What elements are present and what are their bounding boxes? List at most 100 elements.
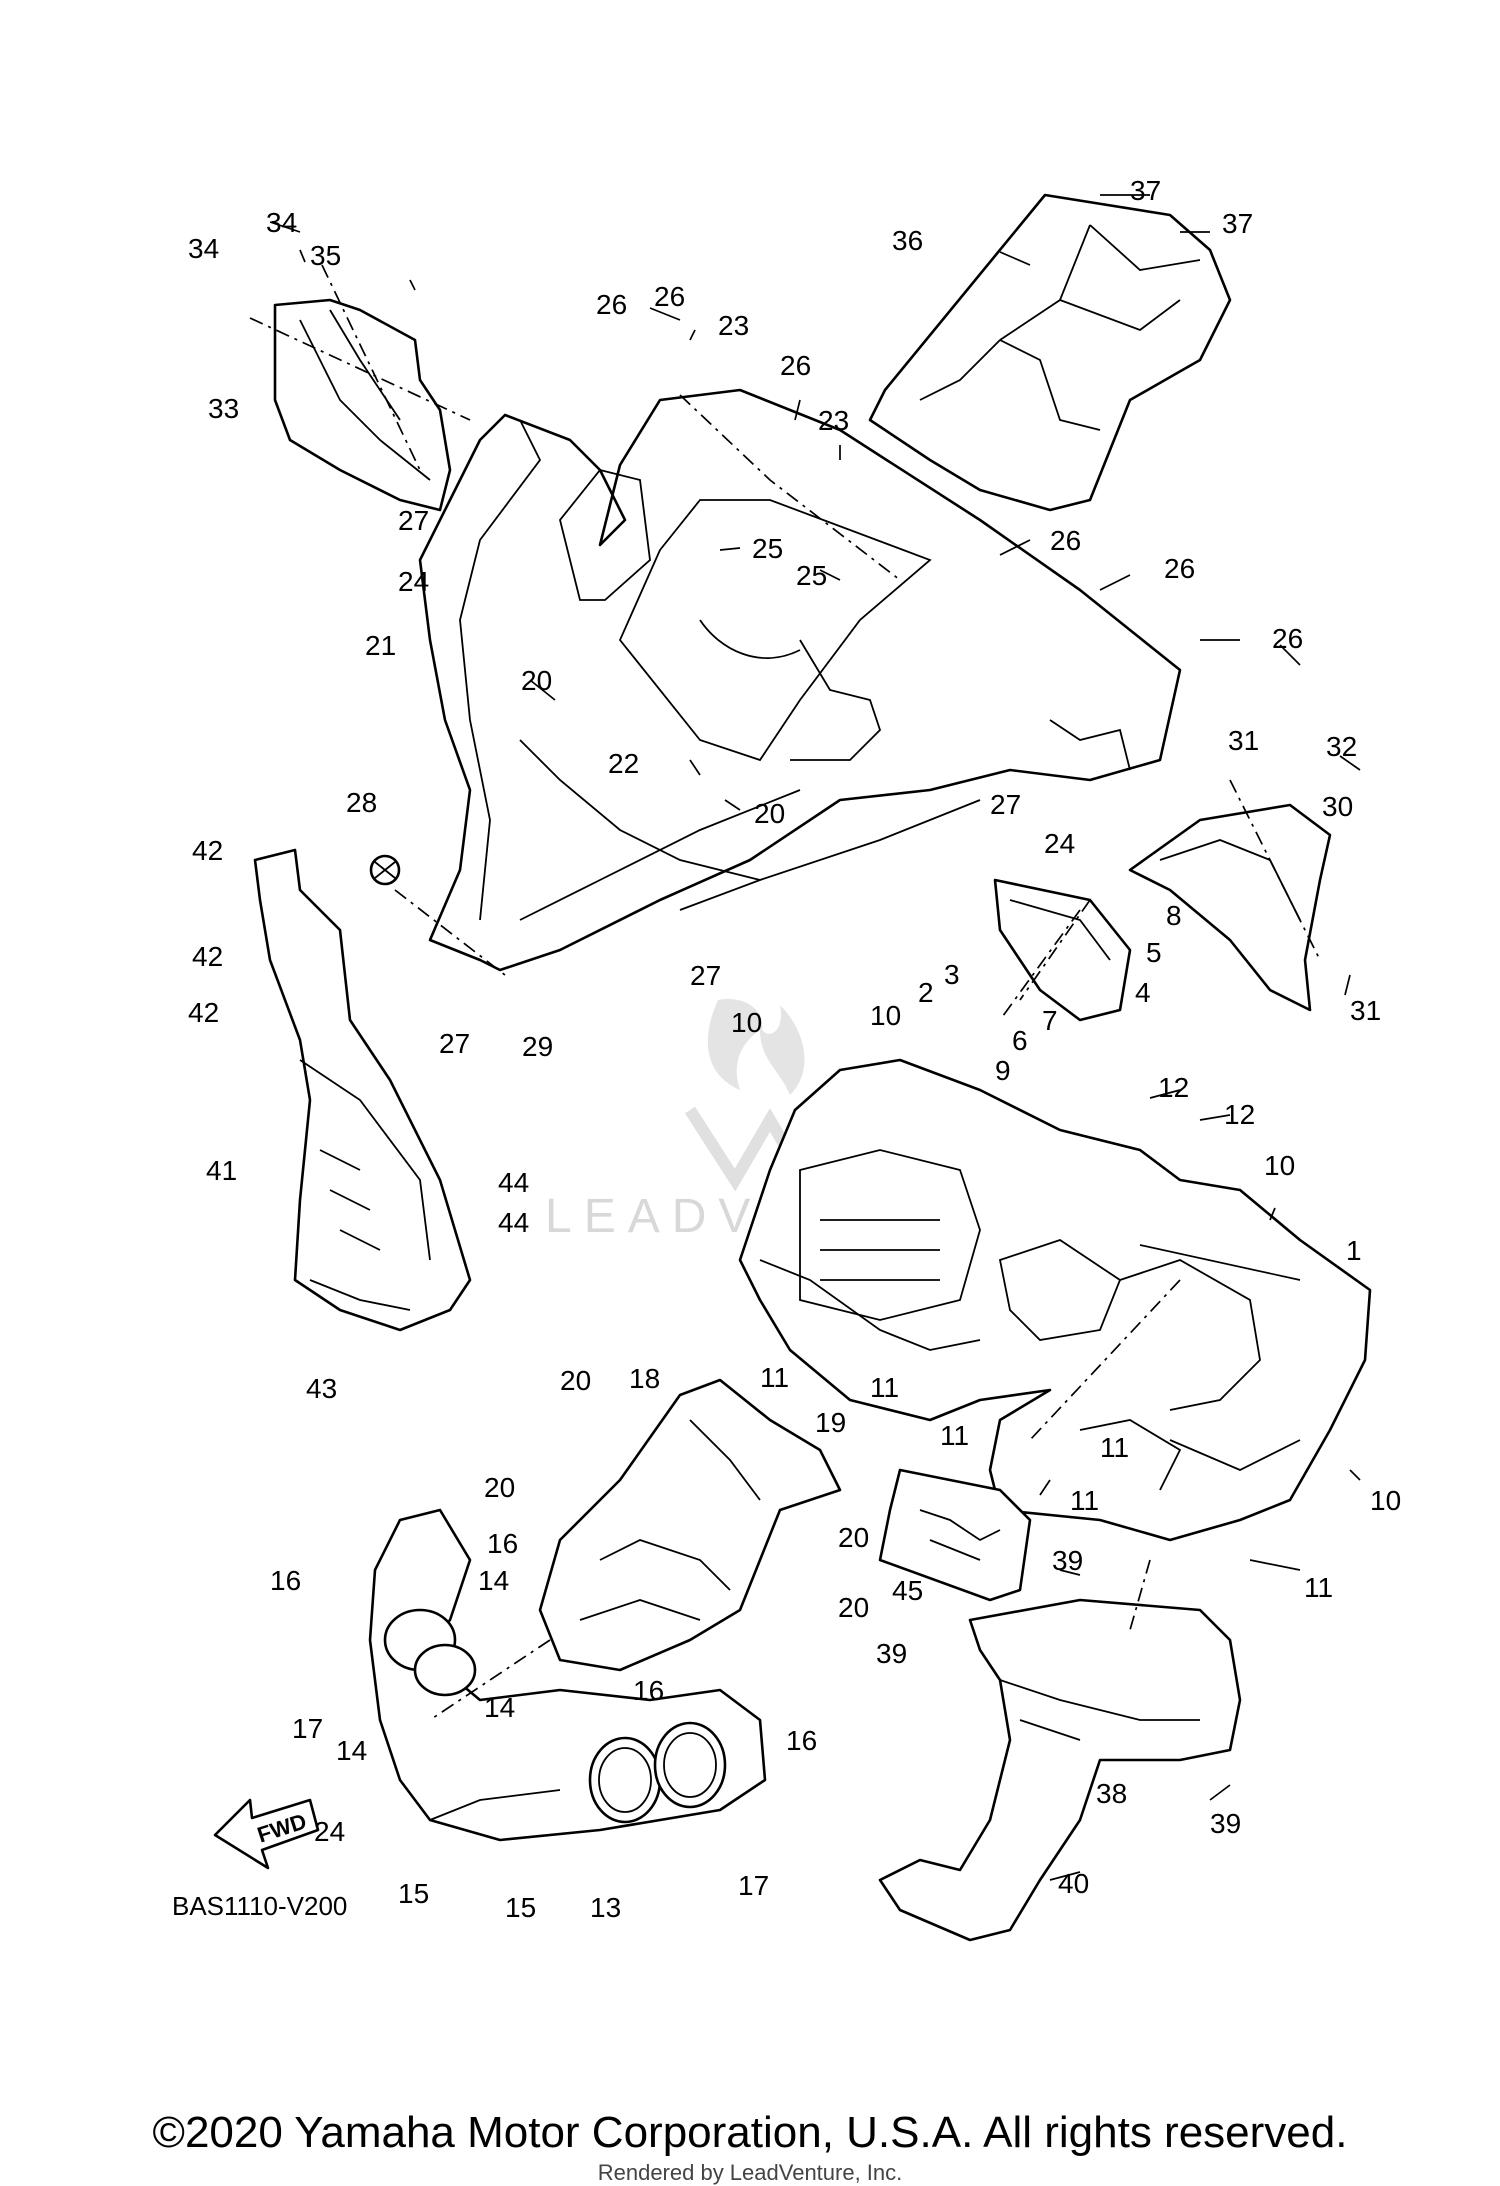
callout-20a[interactable]: 20: [521, 665, 552, 696]
callout-41[interactable]: 41: [206, 1155, 237, 1186]
callout-16a[interactable]: 16: [487, 1528, 518, 1559]
callout-36[interactable]: 36: [892, 225, 923, 256]
callout-16d[interactable]: 16: [786, 1725, 817, 1756]
callout-17b[interactable]: 17: [738, 1870, 769, 1901]
callout-4[interactable]: 4: [1135, 977, 1151, 1008]
callout-20f[interactable]: 20: [838, 1592, 869, 1623]
callout-16c[interactable]: 16: [633, 1675, 664, 1706]
part-30-side-panel: [1128, 803, 1332, 1012]
callout-7[interactable]: 7: [1042, 1005, 1058, 1036]
copyright-text: ©2020 Yamaha Motor Corporation, U.S.A. A…: [152, 2108, 1348, 2157]
callout-10b[interactable]: 10: [870, 1000, 901, 1031]
callout-20d[interactable]: 20: [484, 1472, 515, 1503]
callout-8[interactable]: 8: [1166, 900, 1182, 931]
callout-44b[interactable]: 44: [498, 1207, 529, 1238]
part-41-side-cover: [253, 848, 472, 1332]
callout-26a[interactable]: 26: [596, 289, 627, 320]
part-36-cover: [868, 193, 1232, 512]
callout-6[interactable]: 6: [1012, 1025, 1028, 1056]
callout-31a[interactable]: 31: [1228, 725, 1259, 756]
callout-15a[interactable]: 15: [398, 1878, 429, 1909]
callout-20c[interactable]: 20: [560, 1365, 591, 1396]
callout-26f[interactable]: 26: [1272, 623, 1303, 654]
callout-24b[interactable]: 24: [1044, 828, 1075, 859]
callout-14b[interactable]: 14: [484, 1692, 515, 1723]
callout-35[interactable]: 35: [310, 240, 341, 271]
assembly-lines: [249, 264, 1321, 1721]
callout-22[interactable]: 22: [608, 748, 639, 779]
callout-39b[interactable]: 39: [876, 1638, 907, 1669]
callout-34a[interactable]: 34: [188, 233, 219, 264]
callout-26d[interactable]: 26: [1050, 525, 1081, 556]
callout-10a[interactable]: 10: [731, 1007, 762, 1038]
callout-31b[interactable]: 31: [1350, 995, 1381, 1026]
callout-24c[interactable]: 24: [314, 1816, 345, 1847]
callout-42b[interactable]: 42: [192, 941, 223, 972]
callout-40[interactable]: 40: [1058, 1868, 1089, 1899]
callout-26c[interactable]: 26: [780, 350, 811, 381]
callout-44a[interactable]: 44: [498, 1167, 529, 1198]
callout-27a[interactable]: 27: [398, 505, 429, 536]
callout-17a[interactable]: 17: [292, 1713, 323, 1744]
callout-27c[interactable]: 27: [690, 960, 721, 991]
callout-13[interactable]: 13: [590, 1892, 621, 1923]
callout-25b[interactable]: 25: [796, 560, 827, 591]
part-1-dash-housing: [738, 1058, 1372, 1542]
callout-15b[interactable]: 15: [505, 1892, 536, 1923]
callout-11a[interactable]: 11: [760, 1362, 789, 1393]
callout-42a[interactable]: 42: [192, 835, 223, 866]
callout-20e[interactable]: 20: [838, 1522, 869, 1553]
part-4-bracket: [993, 878, 1132, 1022]
part-18-center-cover: [538, 1378, 842, 1672]
callout-11f[interactable]: 11: [1304, 1572, 1333, 1603]
callout-38[interactable]: 38: [1096, 1778, 1127, 1809]
callout-37a[interactable]: 37: [1130, 175, 1161, 206]
callout-14a[interactable]: 14: [478, 1565, 509, 1596]
callout-37b[interactable]: 37: [1222, 208, 1253, 239]
callout-23b[interactable]: 23: [818, 405, 849, 436]
callout-45[interactable]: 45: [892, 1575, 923, 1606]
rendered-by-text: Rendered by LeadVenture, Inc.: [597, 2160, 903, 2185]
callout-24a[interactable]: 24: [398, 566, 429, 597]
callout-1[interactable]: 1: [1346, 1235, 1362, 1266]
callout-20b[interactable]: 20: [754, 798, 785, 829]
part-33-side-panel: [273, 298, 452, 512]
callout-12b[interactable]: 12: [1224, 1099, 1255, 1130]
callout-26b[interactable]: 26: [654, 281, 685, 312]
callout-19[interactable]: 19: [815, 1407, 846, 1438]
callout-11c[interactable]: 11: [940, 1420, 969, 1451]
callout-29[interactable]: 29: [522, 1031, 553, 1062]
callout-3[interactable]: 3: [944, 959, 960, 990]
callout-5[interactable]: 5: [1146, 937, 1162, 968]
callout-28[interactable]: 28: [346, 787, 377, 818]
callout-9[interactable]: 9: [995, 1055, 1011, 1086]
callout-10c[interactable]: 10: [1264, 1150, 1295, 1181]
callout-11d[interactable]: 11: [1100, 1432, 1129, 1463]
callout-26e[interactable]: 26: [1164, 553, 1195, 584]
callout-18[interactable]: 18: [629, 1363, 660, 1394]
fwd-arrow-icon: FWD: [213, 1798, 320, 1870]
callout-10d[interactable]: 10: [1370, 1485, 1401, 1516]
callout-11e[interactable]: 11: [1070, 1485, 1099, 1516]
callout-33[interactable]: 33: [208, 393, 239, 424]
callout-23a[interactable]: 23: [718, 310, 749, 341]
callout-25a[interactable]: 25: [752, 533, 783, 564]
callout-34b[interactable]: 34: [266, 207, 297, 238]
callout-42c[interactable]: 42: [188, 997, 219, 1028]
part-38-lower-cover: [878, 1598, 1242, 1942]
callout-21[interactable]: 21: [365, 630, 396, 661]
callout-39a[interactable]: 39: [1052, 1545, 1083, 1576]
callout-39c[interactable]: 39: [1210, 1808, 1241, 1839]
callout-27d[interactable]: 27: [439, 1028, 470, 1059]
callout-14c[interactable]: 14: [336, 1735, 367, 1766]
callout-32[interactable]: 32: [1326, 731, 1357, 762]
callout-43[interactable]: 43: [306, 1373, 337, 1404]
callout-30[interactable]: 30: [1322, 791, 1353, 822]
callout-2[interactable]: 2: [918, 977, 934, 1008]
callout-11b[interactable]: 11: [870, 1372, 899, 1403]
callout-16b[interactable]: 16: [270, 1565, 301, 1596]
part-45-plate: [878, 1468, 1032, 1602]
callout-27b[interactable]: 27: [990, 789, 1021, 820]
callout-12a[interactable]: 12: [1158, 1072, 1189, 1103]
